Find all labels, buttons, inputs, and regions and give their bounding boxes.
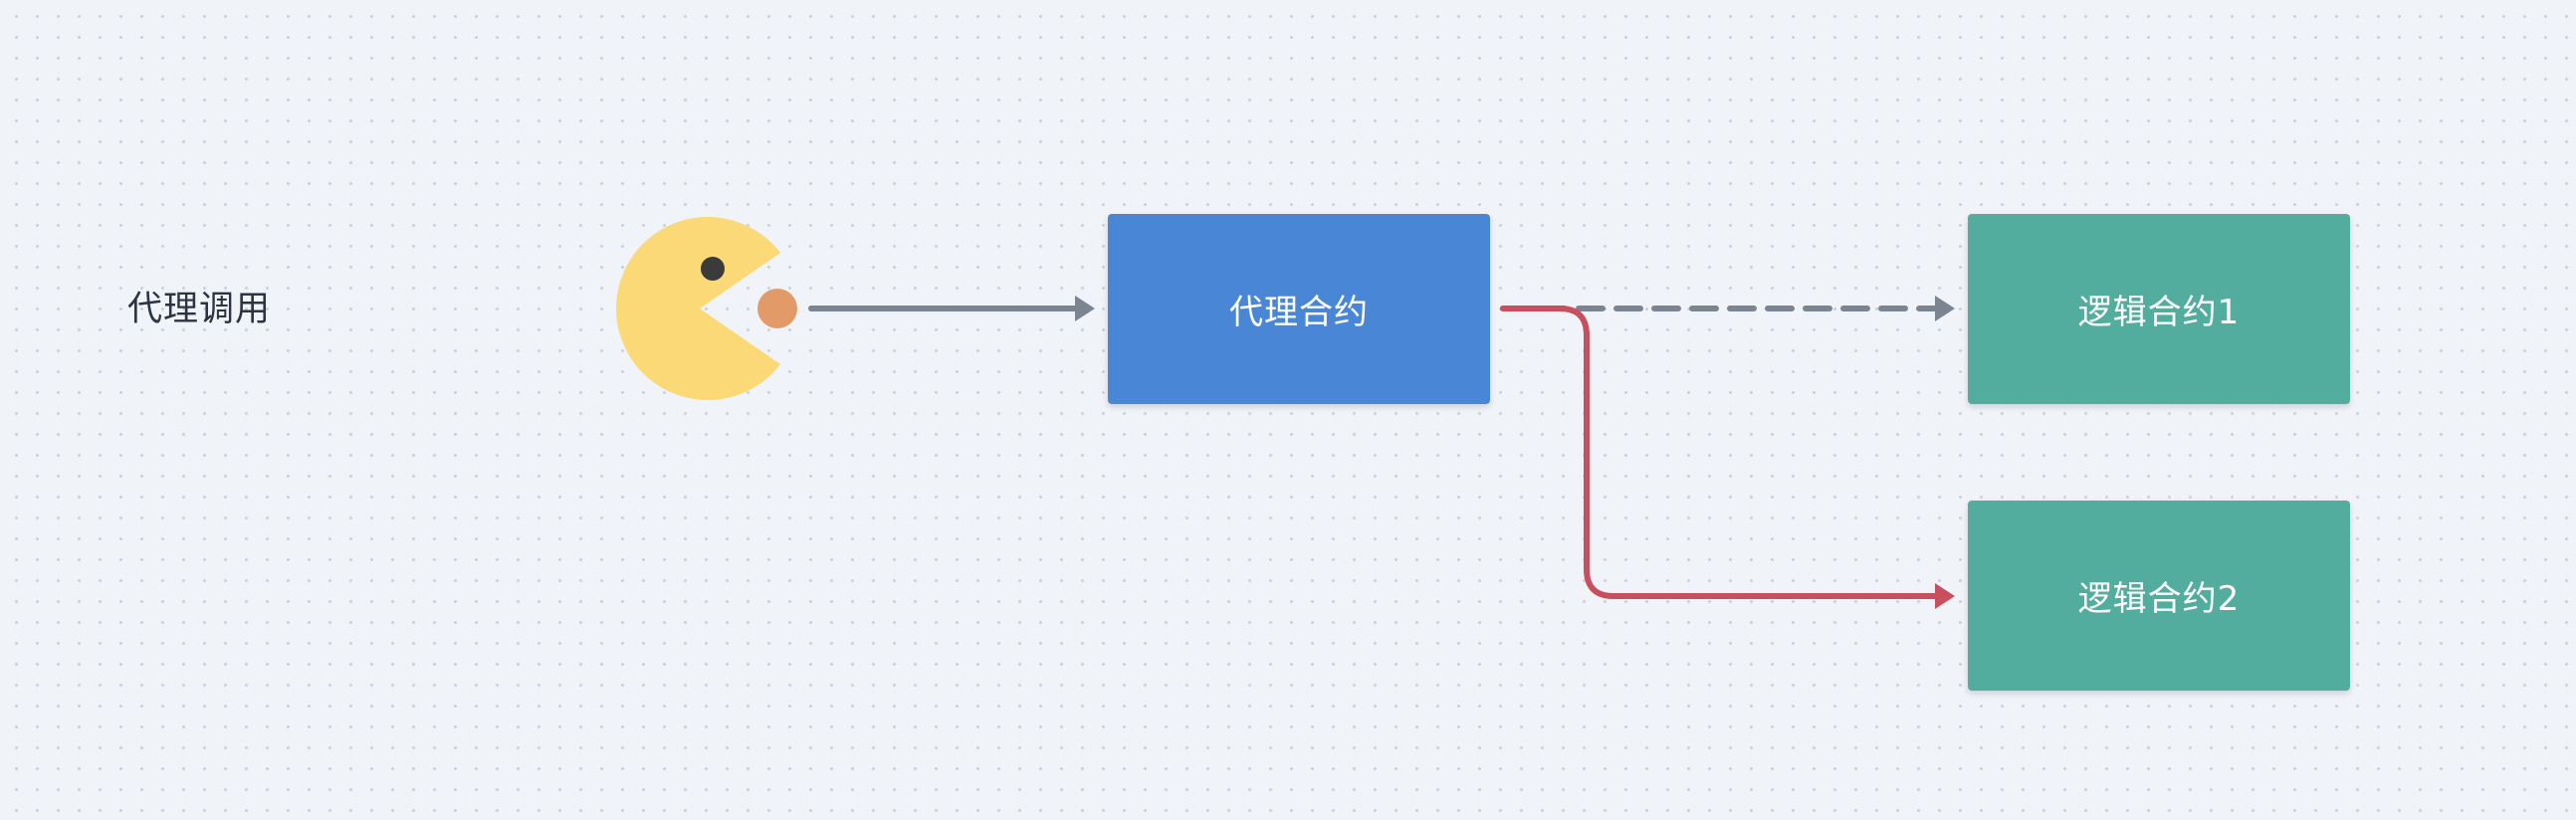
pacman-body — [616, 217, 780, 400]
proxy-contract-node[interactable]: 代理合约 — [1108, 214, 1490, 404]
edge-proxy-to-logic2-line — [1500, 306, 1940, 599]
logic-contract-2-label: 逻辑合约2 — [2077, 579, 2241, 619]
edge-proxy-to-logic1-arrowhead — [1935, 296, 1955, 321]
edge-proxy-to-logic1 — [1500, 296, 1955, 321]
edge-caller-to-proxy — [808, 296, 1095, 321]
pacman-icon — [616, 217, 797, 400]
logic-contract-2-node[interactable]: 逻辑合约2 — [1968, 501, 2350, 691]
caller-label: 代理调用 — [127, 290, 272, 329]
logic-contract-1-node[interactable]: 逻辑合约1 — [1968, 214, 2350, 404]
edge-proxy-to-logic2-arrowhead — [1935, 583, 1955, 609]
proxy-contract-label: 代理合约 — [1229, 293, 1369, 332]
logic-contract-1-label: 逻辑合约1 — [2077, 293, 2241, 332]
pacman-pellet — [757, 289, 797, 328]
pacman-eye — [701, 257, 725, 281]
edge-proxy-to-logic2 — [1500, 306, 1955, 609]
edge-caller-to-proxy-arrowhead — [1075, 296, 1095, 321]
